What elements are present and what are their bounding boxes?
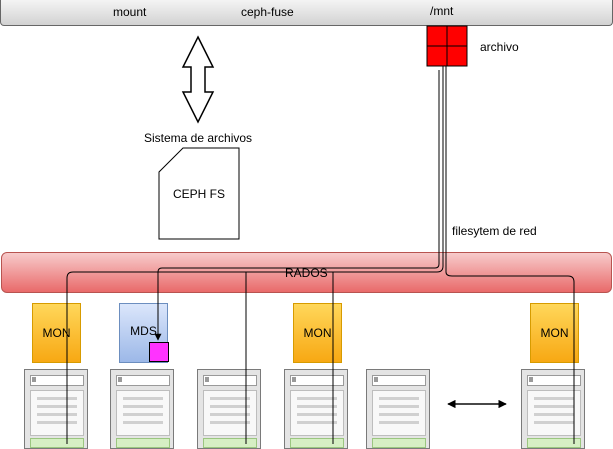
- server-icon: [24, 369, 88, 449]
- mon-label: MON: [42, 326, 71, 340]
- top-bar: [0, 0, 613, 26]
- server-icon: [366, 369, 430, 449]
- filesystem-label: Sistema de archivos: [144, 131, 253, 145]
- server-icon: [521, 369, 585, 449]
- mon-label: MON: [303, 326, 332, 340]
- mds-label: MDS: [130, 324, 157, 338]
- rados-label: RADOS: [285, 266, 328, 280]
- mnt-label: /mnt: [430, 4, 454, 18]
- server-icon: [284, 369, 348, 449]
- archivo-label: archivo: [480, 40, 519, 54]
- mon-node: MON: [32, 303, 81, 363]
- mon-label: MON: [540, 326, 569, 340]
- network-filesystem-label: filesytem de red: [452, 224, 537, 238]
- mon-node: MON: [293, 303, 342, 363]
- server-icon: [197, 369, 261, 449]
- mon-node: MON: [530, 303, 579, 363]
- file-icon: [426, 25, 468, 67]
- double-arrow-icon: [181, 35, 215, 124]
- mds-marker: [149, 342, 169, 362]
- ceph-fs-label: CEPH FS: [173, 187, 226, 201]
- server-icon: [110, 369, 174, 449]
- mount-label: mount: [113, 5, 147, 19]
- ceph-fuse-label: ceph-fuse: [241, 5, 294, 19]
